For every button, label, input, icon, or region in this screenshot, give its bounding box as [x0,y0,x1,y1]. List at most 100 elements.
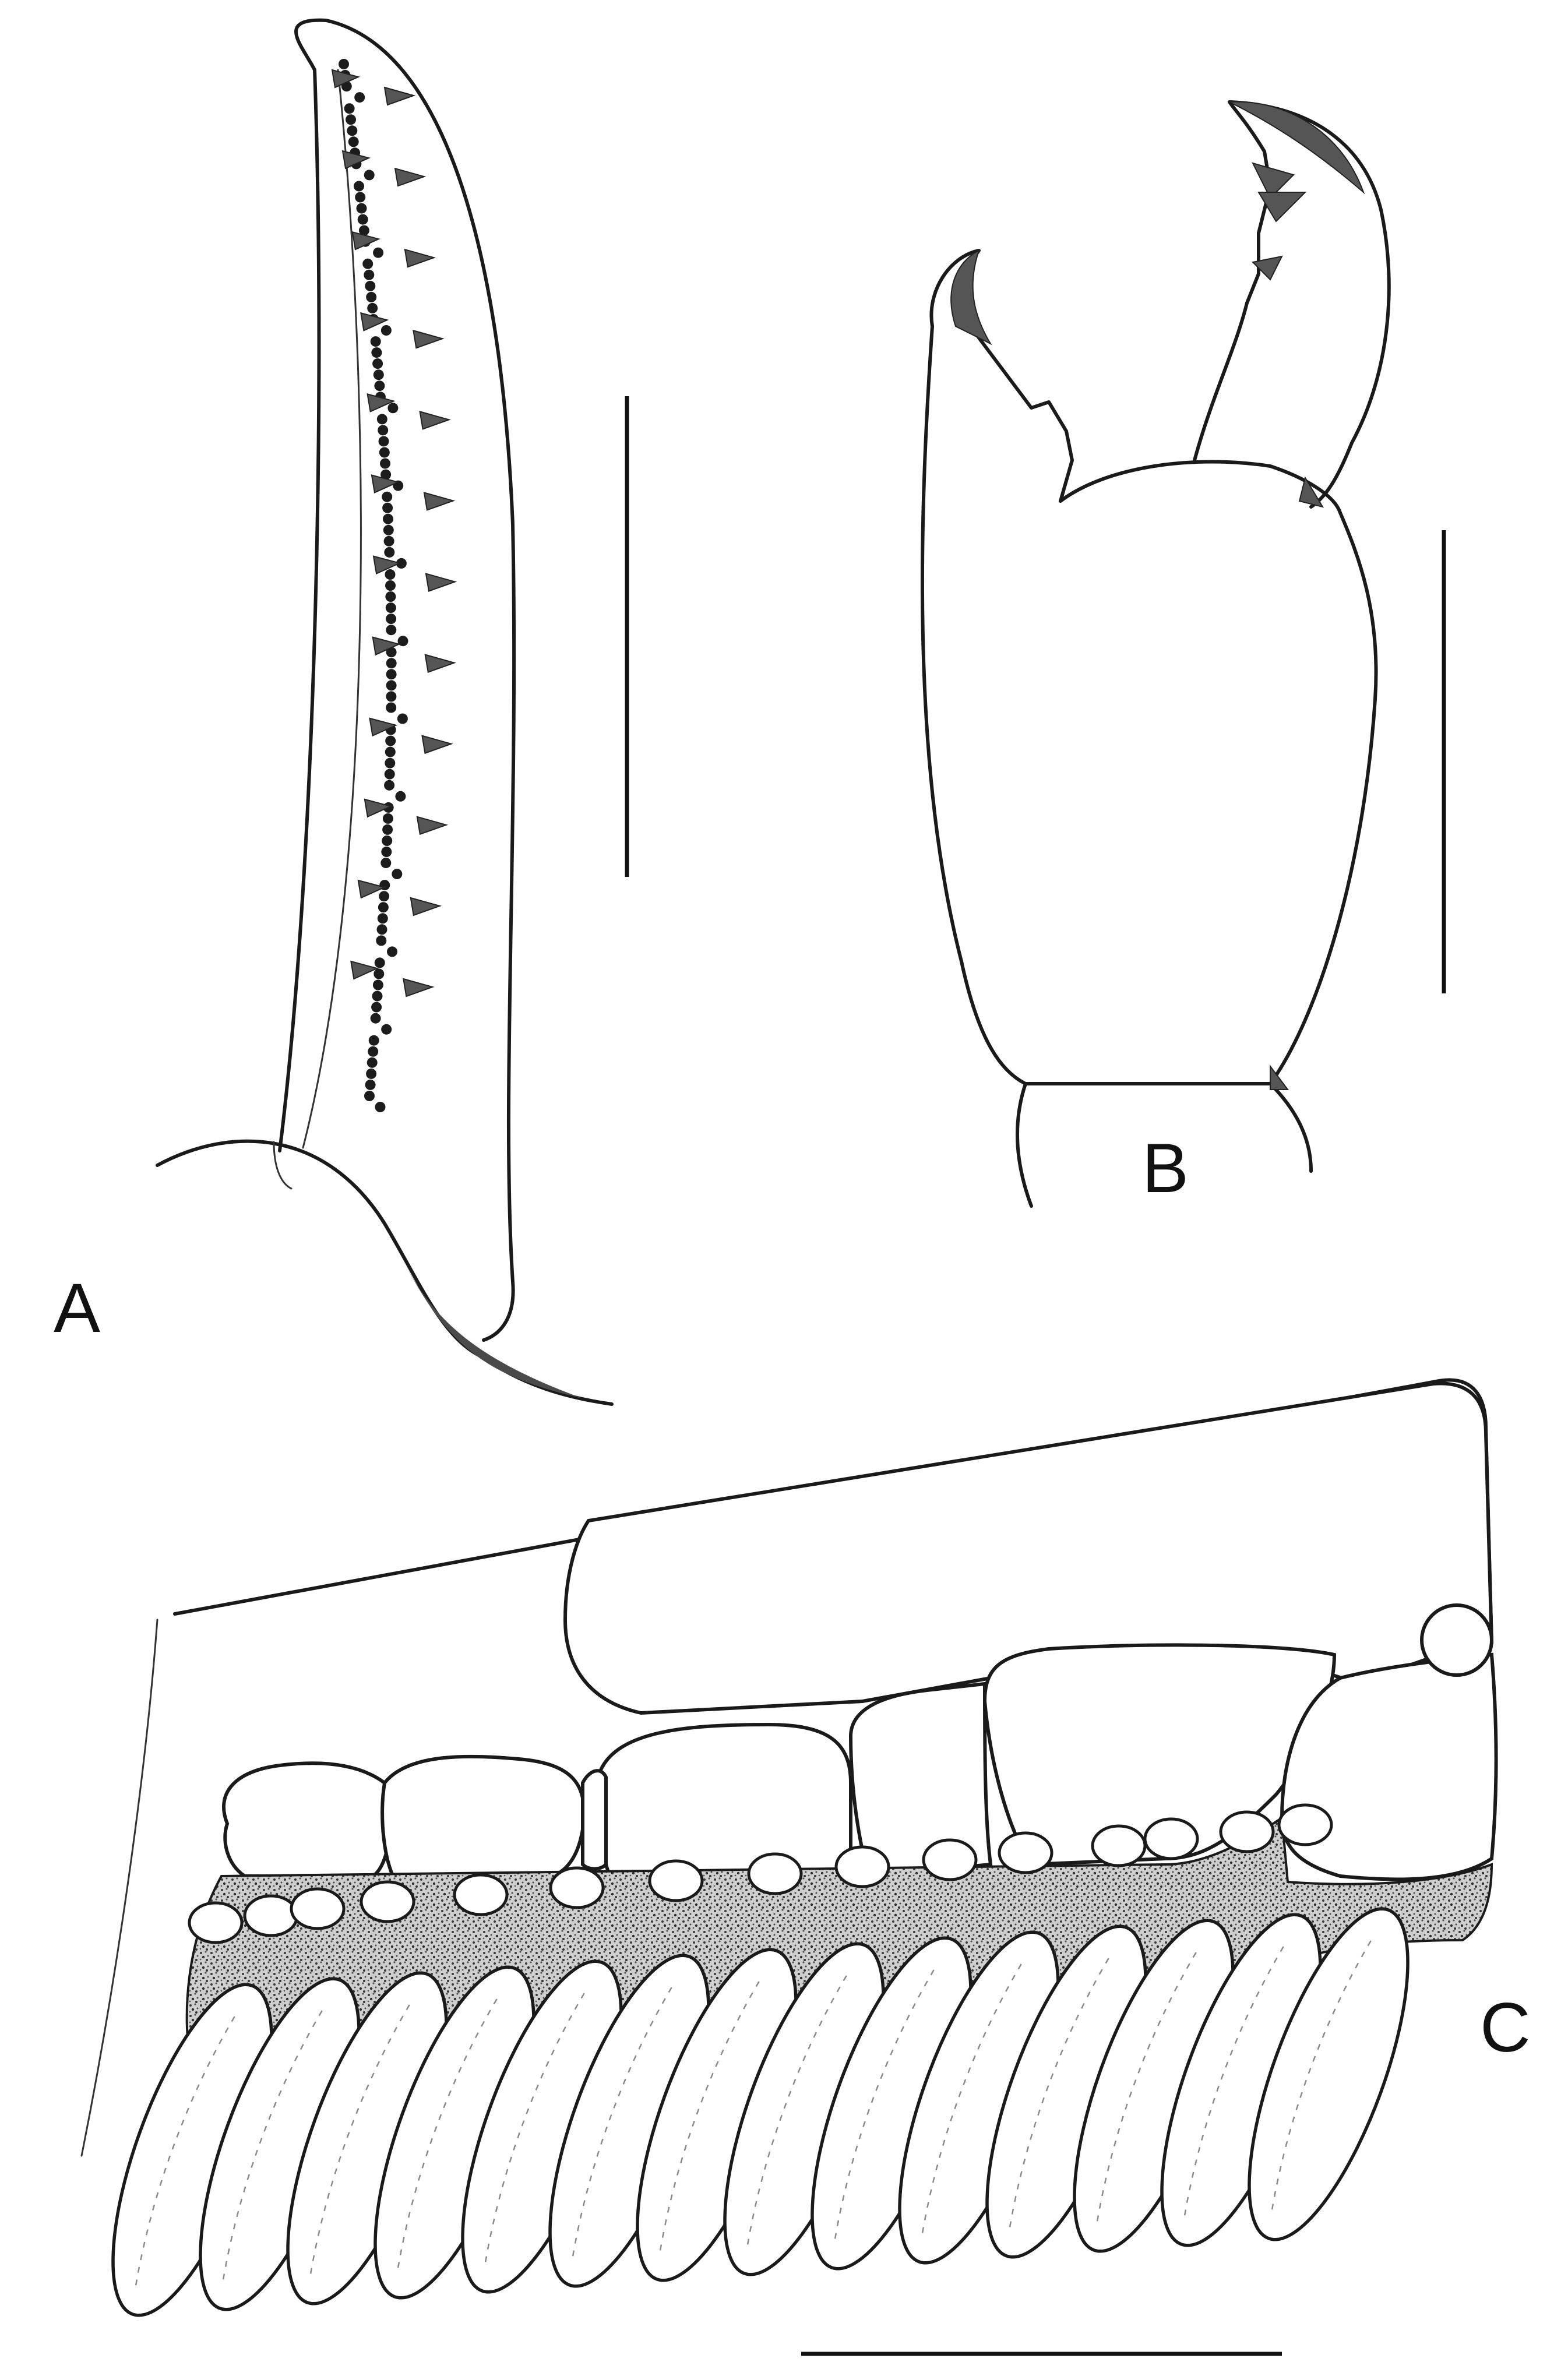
panel-label-c: C [1480,1989,1531,2067]
seta-dot [384,547,395,558]
seta-dot [386,669,397,680]
seta-dot [366,1068,377,1079]
seta-dot [387,403,399,414]
spine-left [371,474,400,493]
pore [998,1831,1053,1874]
appendage-a-joint-line [273,1141,293,1190]
seta-dot [344,103,355,114]
gill-vein [921,1963,1022,2238]
seta-dot [379,447,390,458]
gill-outline [1248,1907,1410,2241]
seta-dot [380,458,390,469]
seta-dot [386,647,397,658]
seta-dot [396,558,407,569]
carpus-spine [1270,1064,1289,1090]
seta-dot [385,746,396,757]
pore [1219,1810,1275,1853]
seta-dot [373,369,384,380]
panel-label-a: A [54,1269,101,1347]
seta-dot [395,791,406,802]
spine-right [394,167,427,187]
seta-dot [385,580,396,591]
seta-dot [366,291,377,302]
pore [453,1873,509,1916]
seta-dot [362,258,373,269]
spine-right [425,573,457,592]
seta-dot [378,436,389,447]
seta-dot [370,336,381,347]
pore [290,1887,346,1930]
panel-c-drawing [80,1378,1498,2317]
seta-dot [375,1102,386,1112]
seta-dot [355,192,366,203]
seta-dot [382,836,393,846]
chela-carpus-outline [1016,1082,1313,1208]
seta-dot [386,625,397,636]
spine-row [331,69,457,997]
seta-dot [374,957,385,968]
gill-vein [1008,1958,1109,2233]
gill-vein [1270,1940,1372,2215]
spine-left [372,555,401,574]
panel-label-b: B [1142,1129,1189,1207]
gill-vein [746,1975,847,2250]
seta-dot [383,535,394,547]
seta-dot [392,869,403,880]
seta-dot [371,347,382,358]
seta-dot [385,602,396,614]
seta-dot [372,979,383,990]
seta-dot [339,59,349,69]
seta-dot [386,680,397,691]
movable-finger-base-spine [1298,476,1324,508]
seta-dot [364,1091,375,1101]
spine-right [416,816,449,836]
seta-dot [373,968,385,979]
seta-dot [373,247,384,258]
lower-plate-3 [596,1722,852,1884]
seta-dot [384,769,395,780]
pore [360,1880,415,1923]
seta-dot [387,946,397,957]
panel-b-drawing [920,100,1391,1208]
pore [188,1901,244,1944]
seta-dot [385,757,396,769]
seta-dot [370,1013,381,1024]
seta-dot [383,524,394,535]
pore [243,1894,299,1937]
seta-dot [347,125,358,136]
seta-dot [374,380,385,392]
seta-dot [357,214,368,225]
lower-plate-1 [222,1761,393,1878]
gill-vein [134,2016,235,2291]
carapace-anterior-edge [80,1619,158,2157]
panel-a-drawing [156,18,614,1406]
seta-dot [346,114,356,125]
seta-dot [364,170,375,181]
seta-dot [384,780,395,791]
seta-dot [378,425,389,436]
gill-vein [221,2010,323,2285]
seta-dot [382,824,393,835]
seta-dot [385,569,396,580]
seta-dot [378,902,389,913]
seta-dot [368,1046,379,1057]
movable-finger-tip [1227,101,1365,195]
movable-finger-outline [1193,100,1391,509]
spine-left [350,960,379,980]
setae-dot-row [339,59,408,1112]
seta-dot [367,1057,378,1068]
spine-right [423,492,456,511]
spine-left [331,69,360,89]
appendage-a-base [156,1139,614,1406]
seta-dot [381,847,392,857]
seta-dot [365,1079,376,1090]
seta-dot [354,92,365,103]
seta-dot [354,181,364,192]
seta-dot [385,591,396,602]
seta-dot [386,691,397,702]
gill-row [111,1907,1410,2317]
seta-dot [376,414,387,425]
appendage-a-base-shading [396,1247,583,1398]
seta-dot [358,225,369,236]
